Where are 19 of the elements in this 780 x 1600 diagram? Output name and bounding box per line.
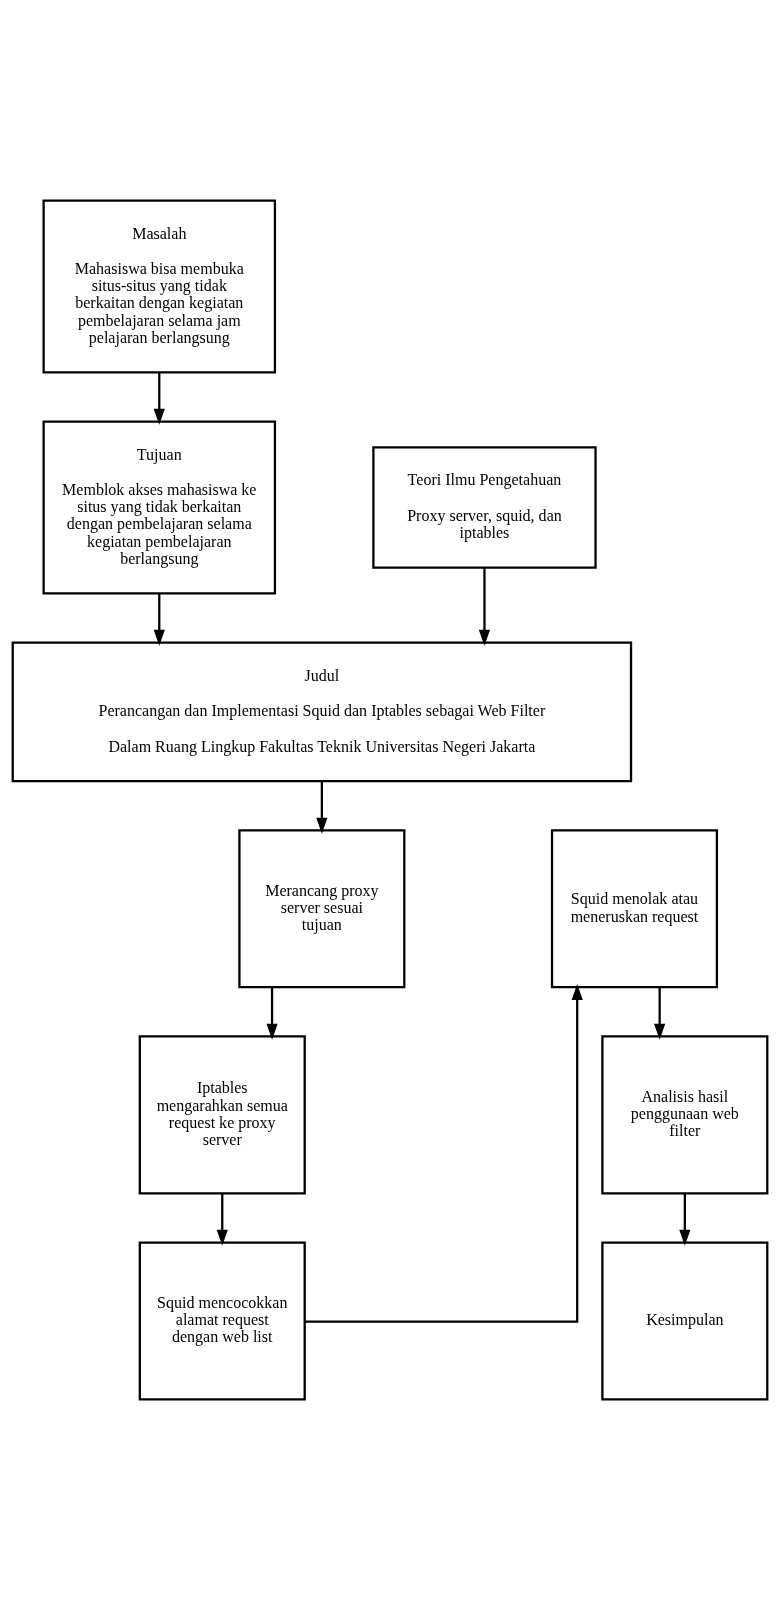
arrow [679,1193,691,1246]
node-box: Teori Ilmu Pengetahuan Proxy server, squid, dan iptables [372,446,597,569]
arrow [305,983,583,1323]
arrow [266,987,278,1040]
arrow [316,781,328,834]
node-box: Masalah Mahasiswa bisa membuka situs-situs yang tidak berkaitan dengan kegiatan pembelajaran selama jam pelajaran berlangsung [42,199,277,374]
node-box: Kesimpulan [601,1241,769,1401]
node-box: Judul Perancangan dan Implementasi Squid dan Iptables sebagai Web Filter Dalam Ruang Lingkup Fakultas Teknik Universitas Negeri Jakarta [11,641,633,783]
node-box: Squid menolak atau meneruskan request [550,829,719,989]
arrow [153,593,165,646]
node-box: Merancang proxy server sesuai tujuan [238,829,406,989]
arrow [153,372,165,425]
node-box: Tujuan Memblok akses mahasiswa ke situs yang tidak berkaitan dengan pembelajaran selama kegiatan pembelajaran berlangsung [42,420,277,595]
arrow [216,1193,228,1246]
arrow [478,567,491,646]
node-box: Squid mencocokkan alamat request dengan web list [138,1241,306,1401]
node-box: Iptables mengarahkan semua request ke proxy server [138,1035,306,1195]
arrow [654,987,666,1040]
node-box: Analisis hasil penggunaan web filter [601,1035,769,1195]
